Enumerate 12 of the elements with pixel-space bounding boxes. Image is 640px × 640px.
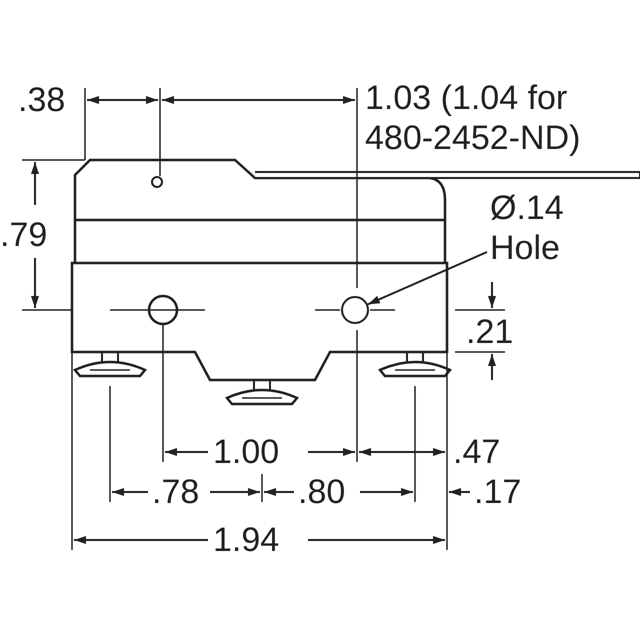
leader-line (367, 251, 488, 306)
dimension-value: 1.00 (213, 432, 280, 472)
dimension-value: .17 (474, 472, 522, 512)
dimension-value: .78 (152, 472, 200, 512)
dimension-value: 1.94 (213, 520, 280, 560)
dimension-value: .79 (0, 215, 48, 255)
callout-text: Ø.14 Hole (490, 188, 590, 268)
dimension-value: 1.03 (1.04 for 480-2452-ND) (365, 78, 582, 158)
dimension-value: .80 (298, 472, 346, 512)
dimension-value: .38 (18, 80, 66, 120)
dimension-value: .21 (466, 312, 514, 352)
dimension-value: .47 (453, 432, 500, 472)
